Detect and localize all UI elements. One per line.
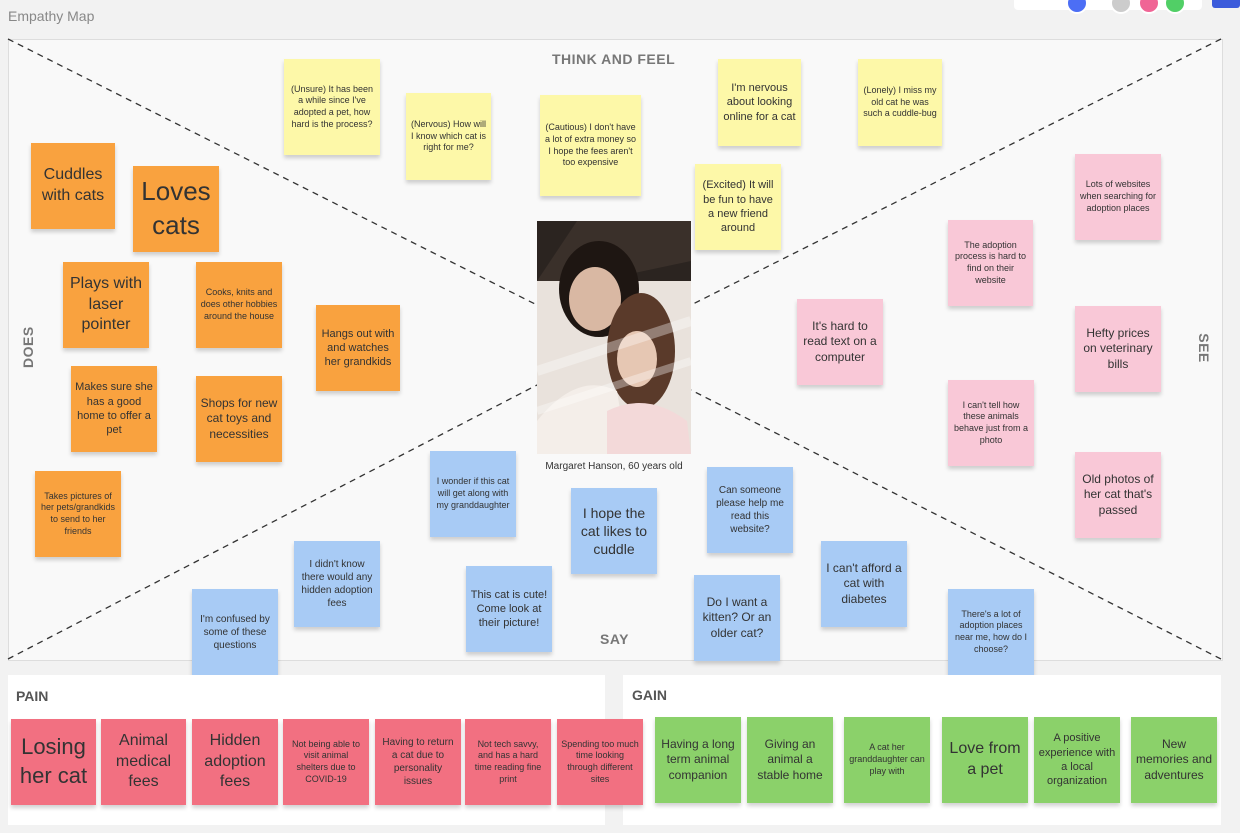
- quadrant-label-think-feel: THINK AND FEEL: [552, 51, 676, 67]
- sticky-note[interactable]: I didn't know there would any hidden ado…: [294, 541, 380, 627]
- sticky-note[interactable]: Shops for new cat toys and necessities: [196, 376, 282, 462]
- sticky-note[interactable]: I can't tell how these animals behave ju…: [948, 380, 1034, 466]
- sticky-note[interactable]: Having a long term animal companion: [655, 717, 741, 803]
- sticky-note[interactable]: Animal medical fees: [101, 719, 186, 805]
- sticky-note[interactable]: Old photos of her cat that's passed: [1075, 452, 1161, 538]
- sticky-note[interactable]: Lots of websites when searching for adop…: [1075, 154, 1161, 240]
- avatar[interactable]: [1110, 0, 1132, 14]
- sticky-note[interactable]: It's hard to read text on a computer: [797, 299, 883, 385]
- sticky-note[interactable]: The adoption process is hard to find on …: [948, 220, 1033, 306]
- sticky-note[interactable]: (Lonely) I miss my old cat he was such a…: [858, 59, 942, 146]
- sticky-note[interactable]: A positive experience with a local organ…: [1034, 717, 1120, 803]
- pain-label: PAIN: [16, 688, 49, 704]
- sticky-note[interactable]: Do I want a kitten? Or an older cat?: [694, 575, 780, 661]
- sticky-note[interactable]: (Cautious) I don't have a lot of extra m…: [540, 95, 641, 196]
- sticky-note[interactable]: Love from a pet: [942, 717, 1028, 803]
- sticky-note[interactable]: There's a lot of adoption places near me…: [948, 589, 1034, 675]
- avatar[interactable]: [1138, 0, 1160, 14]
- sticky-note[interactable]: Spending too much time looking through d…: [557, 719, 643, 805]
- sticky-note[interactable]: This cat is cute! Come look at their pic…: [466, 566, 552, 652]
- persona-photo[interactable]: [537, 221, 691, 454]
- gain-label: GAIN: [632, 687, 667, 703]
- sticky-note[interactable]: I'm confused by some of these questions: [192, 589, 278, 675]
- share-button[interactable]: [1212, 0, 1240, 8]
- quadrant-label-say: SAY: [600, 631, 630, 647]
- avatar[interactable]: [1164, 0, 1186, 14]
- sticky-note[interactable]: Takes pictures of her pets/grandkids to …: [35, 471, 121, 557]
- sticky-note[interactable]: (Excited) It will be fun to have a new f…: [695, 164, 781, 250]
- sticky-note[interactable]: (Unsure) It has been a while since I've …: [284, 59, 380, 155]
- sticky-note[interactable]: Plays with laser pointer: [63, 262, 149, 348]
- sticky-note[interactable]: A cat her granddaughter can play with: [844, 717, 930, 803]
- sticky-note[interactable]: Cooks, knits and does other hobbies arou…: [196, 262, 282, 348]
- sticky-note[interactable]: Losing her cat: [11, 719, 96, 805]
- sticky-note[interactable]: I can't afford a cat with diabetes: [821, 541, 907, 627]
- sticky-note[interactable]: Hidden adoption fees: [192, 719, 278, 805]
- sticky-note[interactable]: Hefty prices on veterinary bills: [1075, 306, 1161, 392]
- sticky-note[interactable]: Giving an animal a stable home: [747, 717, 833, 803]
- avatar[interactable]: [1066, 0, 1088, 14]
- sticky-note[interactable]: New memories and adventures: [1131, 717, 1217, 803]
- quadrant-label-see: SEE: [1196, 333, 1212, 363]
- sticky-note[interactable]: I'm nervous about looking online for a c…: [718, 59, 801, 146]
- persona-caption: Margaret Hanson, 60 years old: [545, 461, 683, 472]
- sticky-note[interactable]: I wonder if this cat will get along with…: [430, 451, 516, 537]
- sticky-note[interactable]: (Nervous) How will I know which cat is r…: [406, 93, 491, 180]
- collaborators-bar[interactable]: [1014, 0, 1202, 14]
- sticky-note[interactable]: Can someone please help me read this web…: [707, 467, 793, 553]
- board-title: Empathy Map: [8, 8, 95, 24]
- sticky-note[interactable]: I hope the cat likes to cuddle: [571, 488, 657, 574]
- sticky-note[interactable]: Loves cats: [133, 166, 219, 252]
- sticky-note[interactable]: Hangs out with and watches her grandkids: [316, 305, 400, 391]
- quadrant-label-does: DOES: [20, 326, 36, 368]
- sticky-note[interactable]: Makes sure she has a good home to offer …: [71, 366, 157, 452]
- sticky-note[interactable]: Not tech savvy, and has a hard time read…: [465, 719, 551, 805]
- sticky-note[interactable]: Having to return a cat due to personalit…: [375, 719, 461, 805]
- sticky-note[interactable]: Not being able to visit animal shelters …: [283, 719, 369, 805]
- sticky-note[interactable]: Cuddles with cats: [31, 143, 115, 229]
